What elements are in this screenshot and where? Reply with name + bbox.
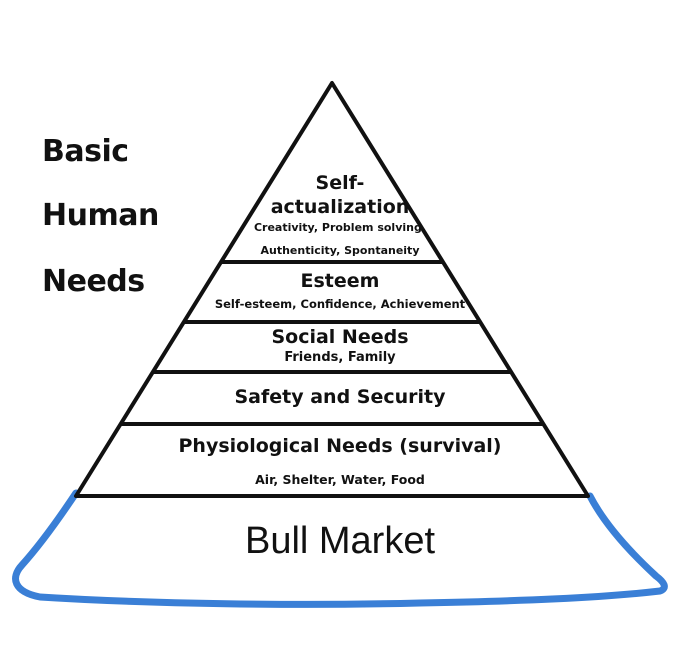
esteem-title: Esteem <box>300 270 380 292</box>
physiological-needs-title: Physiological Needs (survival) <box>178 435 502 457</box>
side-title-line-2: Human <box>42 198 159 233</box>
side-title-line-3: Needs <box>42 264 145 299</box>
esteem-desc: Self-esteem, Confidence, Achievement <box>214 297 466 311</box>
bull-market-label: Bull Market <box>244 520 436 562</box>
social-needs-desc: Friends, Family <box>284 350 396 365</box>
self-actualization-title-2: actualization <box>270 196 410 218</box>
bull-market-base-outline <box>12 489 668 608</box>
pyramid-outline <box>74 81 590 498</box>
safety-security-title: Safety and Security <box>234 386 446 408</box>
self-actualization-title-1: Self- <box>315 172 365 194</box>
social-needs-title: Social Needs <box>271 326 409 348</box>
side-title-line-1: Basic <box>42 134 129 169</box>
physiological-needs-desc: Air, Shelter, Water, Food <box>255 472 425 487</box>
self-actualization-desc-1: Creativity, Problem solving, <box>253 221 427 234</box>
self-actualization-desc-2: Authenticity, Spontaneity <box>260 244 420 257</box>
